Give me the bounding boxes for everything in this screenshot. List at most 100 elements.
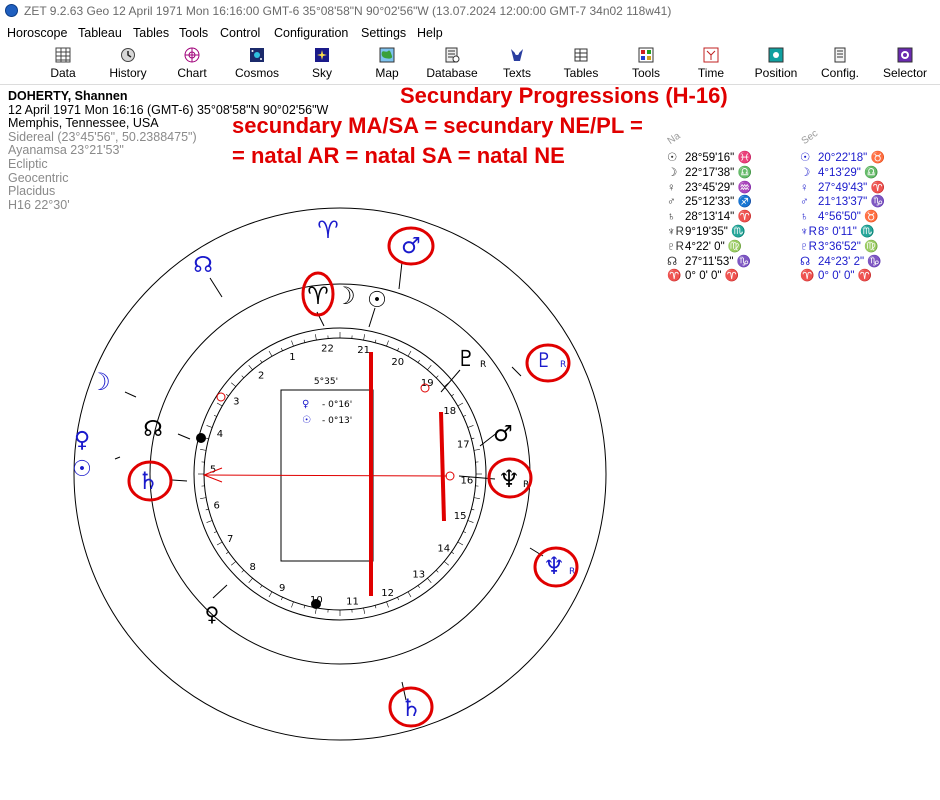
sky-icon: [315, 48, 329, 62]
ring-tick: [363, 607, 365, 614]
natal-row: ♂ 25°12'33" ♐: [667, 195, 752, 210]
natal-glyph: ☉: [667, 152, 678, 164]
ring-tick: [363, 334, 365, 341]
person-place: Memphis, Tennessee, USA: [8, 116, 159, 131]
ring-tick: [241, 375, 245, 379]
toolbar-tools-button[interactable]: Tools: [614, 44, 678, 84]
toolbar-map-button[interactable]: Map: [355, 44, 419, 84]
toolbar-chart-button[interactable]: Chart: [160, 44, 224, 84]
house-number: 15: [454, 511, 467, 522]
ring-tick: [280, 347, 283, 351]
toolbar-database-label: Database: [426, 66, 478, 80]
glyph-pointers-inner: [171, 307, 499, 599]
natal-row: ☊27°11'53" ♑: [667, 255, 752, 270]
house-number: 5: [210, 464, 216, 475]
outer-neptune-glyph: ♆: [543, 552, 565, 580]
secondary-glyph: ♇R: [800, 240, 817, 253]
ring-tick: [397, 347, 400, 351]
center-label: 5°35': [314, 377, 338, 387]
tools-icon: [638, 47, 654, 63]
natal-positions-table: ☉28°59'16" ♓ ☽22°17'38" ♎ ♀23°45'29" ♒ ♂…: [667, 151, 752, 284]
secondary-glyph: ♄: [800, 211, 809, 224]
toolbar-time-button[interactable]: Time: [679, 44, 743, 84]
house-number: 16: [461, 476, 474, 487]
secondary-row: ♇R3°36'52" ♍: [800, 240, 885, 255]
marker-circle: [216, 392, 226, 402]
inner-neptune-glyph: ♆: [498, 465, 520, 493]
toolbar-data-button[interactable]: Data: [31, 44, 95, 84]
natal-pos: 22°17'38" ♎: [685, 166, 752, 179]
secondary-pos: 20°22'18" ♉: [818, 152, 885, 164]
ring-tick: [231, 561, 237, 566]
inner-pluto-retro: R: [480, 360, 486, 370]
menu-bar: Horoscope Tableau Tables Tools Control C…: [0, 22, 940, 44]
texts-icon: [511, 49, 523, 61]
toolbar-history-button[interactable]: History: [96, 44, 160, 84]
toolbar-tables-button[interactable]: Tables: [549, 44, 613, 84]
inner-pluto-glyph: ♇: [456, 347, 476, 372]
setting-zodiac: Sidereal (23°45'56", 50.2388475"): [8, 129, 197, 144]
outer-pluto-glyph: ♇: [535, 348, 553, 372]
house-number: 8: [250, 562, 256, 573]
secondary-row: ♀27°49'43" ♈: [800, 181, 885, 196]
ring-tick: [473, 449, 480, 451]
natal-glyph: ♂: [667, 196, 676, 209]
red-arrow-shaft: [203, 474, 448, 477]
menu-control[interactable]: Control: [220, 26, 261, 40]
ring-tick: [303, 339, 306, 343]
ring-tick: [225, 394, 229, 397]
toolbar-texts-button[interactable]: Texts: [485, 44, 549, 84]
toolbar-cosmos-label: Cosmos: [234, 66, 279, 80]
natal-glyph: ♆R: [667, 225, 684, 238]
highlight-circle: [301, 271, 335, 317]
menu-help[interactable]: Help: [417, 26, 443, 40]
toolbar-config-button[interactable]: Config.: [808, 44, 872, 84]
ring-tick: [291, 601, 294, 608]
natal-row: ♈0° 0' 0" ♈: [667, 269, 752, 284]
highlight-circle: [533, 546, 579, 588]
house-number: 14: [437, 543, 450, 554]
marker-circle: [445, 471, 455, 481]
toolbar-selector-button[interactable]: Selector: [873, 44, 937, 84]
secondary-glyph: ☊: [800, 255, 811, 268]
natal-glyph: ♀: [667, 181, 676, 194]
natal-pos: 25°12'33" ♐: [685, 196, 752, 209]
toolbar-database-button[interactable]: Database: [420, 44, 484, 84]
natal-glyph: ♈: [667, 270, 682, 283]
menu-horoscope[interactable]: Horoscope: [7, 26, 68, 40]
house-number: 22: [321, 344, 334, 355]
house-number: 6: [214, 500, 220, 511]
setting-coordinates: Ecliptic: [8, 156, 48, 171]
menu-tools[interactable]: Tools: [179, 26, 209, 40]
ring-tick: [463, 414, 467, 417]
menu-tables[interactable]: Tables: [133, 26, 170, 40]
house-number: 9: [279, 583, 285, 594]
planet-dot: [196, 433, 206, 443]
horoscope-info: DOHERTY, Shannen 12 April 1971 Mon 16:16…: [8, 89, 328, 212]
toolbar-cosmos-button[interactable]: Cosmos: [225, 44, 289, 84]
secondary-pos: 27°49'43" ♈: [818, 181, 885, 194]
ring-tick: [417, 359, 420, 363]
secondary-pos: 4°13'29" ♎: [818, 166, 879, 179]
toolbar-map-label: Map: [375, 66, 399, 80]
natal-glyph: ☊: [667, 255, 678, 268]
toolbar-sky-button[interactable]: Sky: [290, 44, 354, 84]
house-number: 19: [421, 378, 434, 389]
ring-tick: [241, 569, 245, 573]
natal-glyph: ☽: [667, 166, 678, 179]
menu-configuration[interactable]: Configuration: [274, 26, 349, 40]
ring-tick: [386, 340, 389, 347]
menu-tableau[interactable]: Tableau: [78, 26, 122, 40]
ring-tick: [467, 425, 474, 428]
menu-settings[interactable]: Settings: [361, 26, 407, 40]
highlight-circle: [388, 686, 434, 728]
ring-tick: [260, 359, 263, 363]
ring-tick: [205, 437, 209, 440]
natal-row: ♆R9°19'35" ♏: [667, 225, 752, 240]
secondary-positions-table: ☉20°22'18" ♉ ☽4°13'29" ♎ ♀27°49'43" ♈ ♂2…: [800, 151, 885, 284]
secondary-row: ☊24°23' 2" ♑: [800, 255, 885, 270]
toolbar-position-button[interactable]: Position: [744, 44, 808, 84]
ring-tick: [291, 340, 294, 347]
ring-tick: [200, 449, 207, 451]
secondary-pos: 0° 0' 0" ♈: [818, 270, 872, 283]
